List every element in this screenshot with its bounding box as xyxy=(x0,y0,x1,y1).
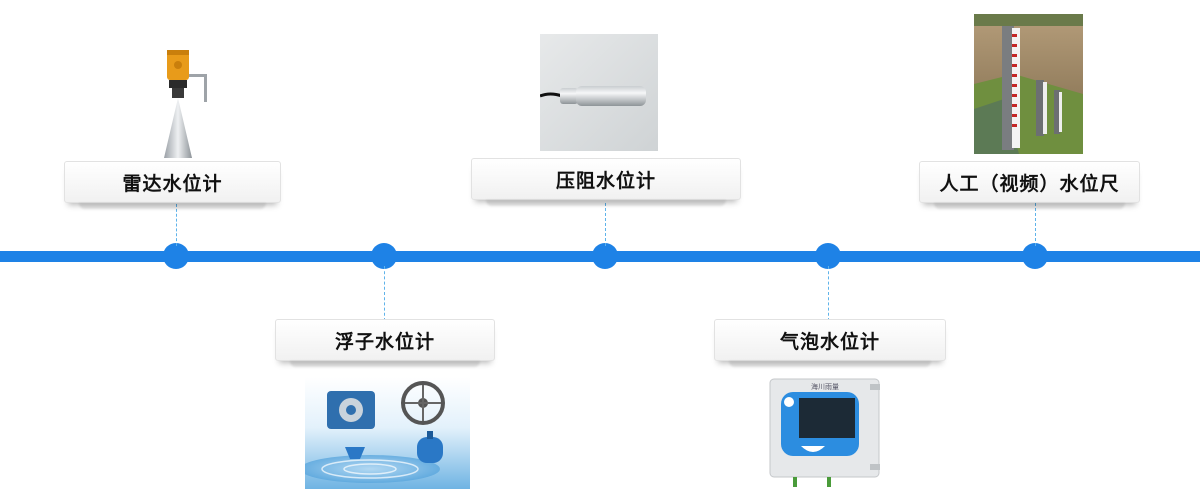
connector-piezo xyxy=(605,203,606,246)
timeline-node-bubble xyxy=(815,243,841,269)
timeline-node-staff xyxy=(1022,243,1048,269)
label-bubble-level-meter: 气泡水位计 xyxy=(714,319,946,361)
timeline-node-float xyxy=(371,243,397,269)
label-radar-level-meter: 雷达水位计 xyxy=(64,161,281,203)
label-piezo-level-meter: 压阻水位计 xyxy=(471,158,741,200)
timeline-node-radar xyxy=(163,243,189,269)
float-level-meter-image xyxy=(305,377,470,489)
timeline-node-piezo xyxy=(592,243,618,269)
connector-float xyxy=(384,266,385,321)
connector-radar xyxy=(176,204,177,246)
label-staff-gauge: 人工（视频）水位尺 xyxy=(919,161,1140,203)
radar-level-meter-image xyxy=(155,46,225,158)
device-screen-label: 海川雨量 xyxy=(811,383,839,391)
label-float-level-meter: 浮子水位计 xyxy=(275,319,495,361)
connector-staff xyxy=(1035,203,1036,246)
connector-bubble xyxy=(828,266,829,321)
piezo-level-meter-image xyxy=(540,34,658,151)
staff-gauge-image xyxy=(974,14,1083,154)
bubble-level-meter-image: 海川雨量 xyxy=(767,376,882,489)
